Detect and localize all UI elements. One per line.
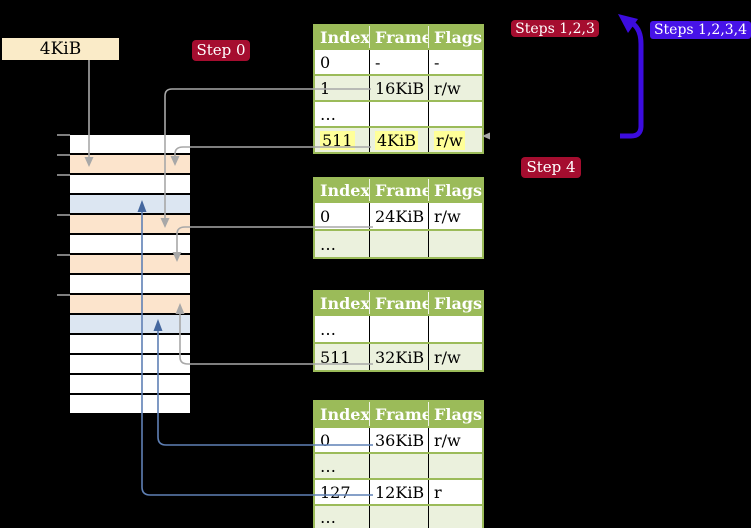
memory-cell-11 <box>70 355 190 375</box>
table-cell <box>428 102 482 126</box>
address-tick <box>57 134 70 136</box>
address-tick <box>57 254 70 256</box>
table-cell: 511 <box>320 130 355 150</box>
address-tick <box>57 154 70 156</box>
table-cell: - <box>428 50 482 74</box>
address-tick <box>57 294 70 296</box>
address-tick <box>57 214 70 216</box>
table-cell <box>428 506 482 528</box>
table-cell: r <box>428 480 482 504</box>
header-cell: Frame <box>369 292 428 314</box>
table-cell <box>369 102 428 126</box>
step-0-badge: Step 0 <box>192 40 250 61</box>
header-cell: Index <box>320 27 369 47</box>
table-cell: r/w <box>428 344 482 370</box>
steps-123-badge: Steps 1,2,3 <box>511 20 599 37</box>
table-cell: … <box>320 104 336 124</box>
header-cell: Flags <box>428 292 482 314</box>
table-cell: 127 <box>320 482 351 502</box>
table-cell: … <box>320 456 336 476</box>
header-cell: Frame <box>369 26 428 48</box>
table-cell <box>369 454 428 478</box>
header-cell: Index <box>320 180 369 200</box>
frame-size-label: 4KiB <box>2 38 119 60</box>
table-row: … <box>315 229 482 257</box>
table-row: … <box>315 452 482 478</box>
table-row: … <box>315 314 482 342</box>
table-cell: - <box>369 50 428 74</box>
table-cell: 0 <box>320 430 331 450</box>
table-cell: r/w <box>428 428 482 452</box>
table-cell <box>428 231 482 257</box>
memory-cell-4 <box>70 215 190 235</box>
table-cell: 36KiB <box>369 428 428 452</box>
memory-cell-7 <box>70 275 190 295</box>
table-cell: r/w <box>428 203 482 229</box>
table-cell: 12KiB <box>369 480 428 504</box>
memory-cell-3 <box>70 195 190 215</box>
table-cell <box>369 231 428 257</box>
table-cell: r/w <box>428 76 482 100</box>
memory-cell-13 <box>70 395 190 415</box>
header-cell: Flags <box>428 402 482 426</box>
memory-cell-5 <box>70 235 190 255</box>
table-cell <box>428 316 482 342</box>
address-tick <box>57 174 70 176</box>
memory-cell-6 <box>70 255 190 275</box>
header-cell: Index <box>320 293 369 313</box>
table-cell: r/w <box>428 128 482 152</box>
step-4-badge: Step 4 <box>521 157 581 178</box>
table-cell: … <box>320 319 336 339</box>
table-cell: 0 <box>320 52 331 72</box>
table-row: … <box>315 100 482 126</box>
step-loop-arrowhead-icon <box>618 14 638 33</box>
table-row: 0 -- <box>315 48 482 74</box>
header-cell: Flags <box>428 26 482 48</box>
memory-cell-8 <box>70 295 190 315</box>
memory-cell-9 <box>70 315 190 335</box>
step-loop-arrow <box>620 20 644 139</box>
table-row: … <box>315 504 482 528</box>
table-cell: … <box>320 234 336 254</box>
table-cell: 32KiB <box>369 344 428 370</box>
table-cell <box>369 316 428 342</box>
memory-cell-0 <box>70 135 190 155</box>
memory-cell-1 <box>70 155 190 175</box>
memory-cell-12 <box>70 375 190 395</box>
header-cell: Flags <box>428 179 482 201</box>
header-cell: Frame <box>369 179 428 201</box>
header-cell: Index <box>320 404 369 424</box>
table-cell <box>428 454 482 478</box>
memory-cell-2 <box>70 175 190 195</box>
table-cell: 1 <box>320 78 331 98</box>
table-cell: 0 <box>320 206 331 226</box>
table-cell <box>369 506 428 528</box>
header-cell: Frame <box>369 402 428 426</box>
table-cell: 4KiB <box>369 128 428 152</box>
table-cell: … <box>320 507 336 527</box>
table-cell: 511 <box>320 347 351 367</box>
memory-cell-10 <box>70 335 190 355</box>
table-cell: 16KiB <box>369 76 428 100</box>
steps-1234-badge: Steps 1,2,3,4 <box>650 21 751 39</box>
table-cell: 24KiB <box>369 203 428 229</box>
memory-column <box>70 135 190 415</box>
